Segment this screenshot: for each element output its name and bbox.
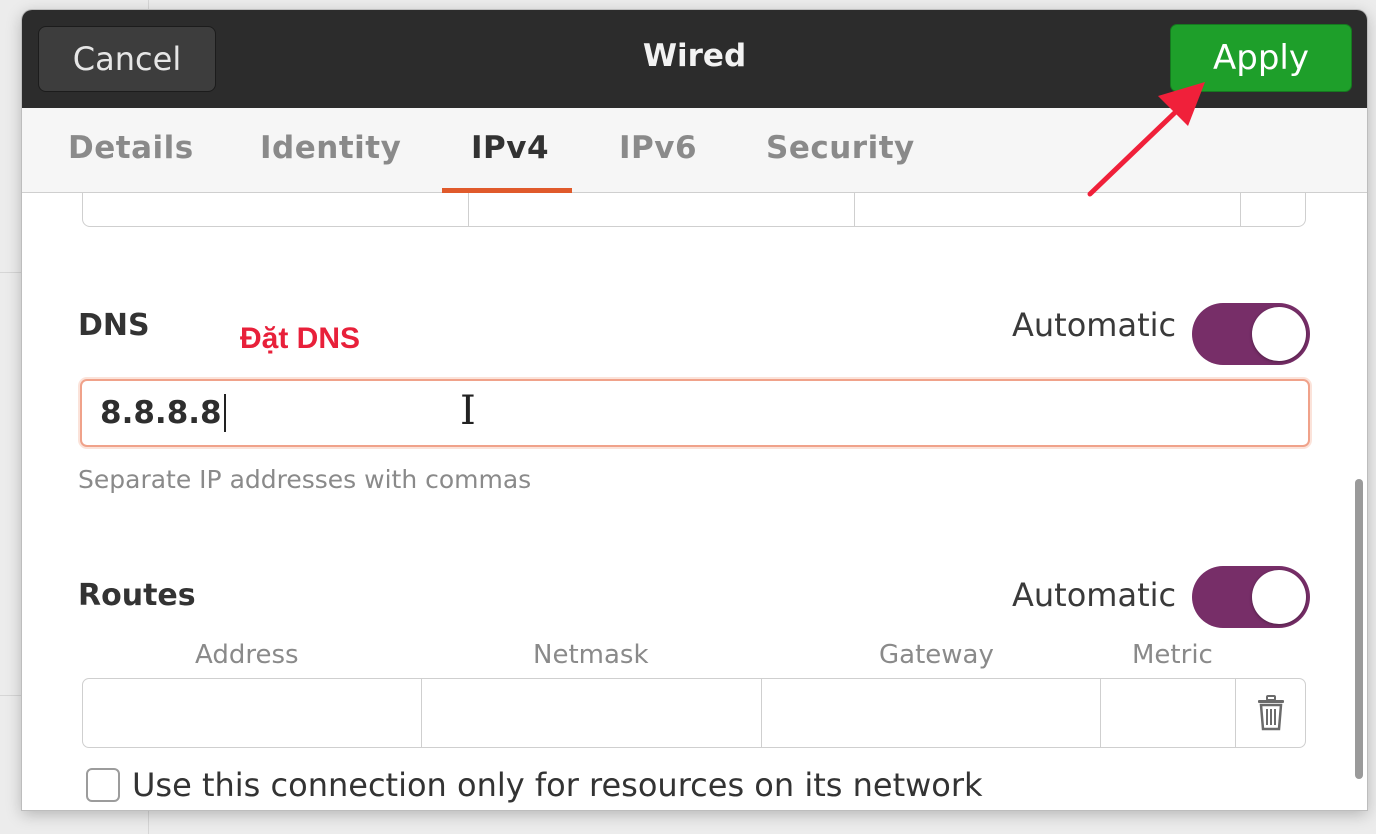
routes-row xyxy=(82,678,1236,748)
ipv4-content: DNS Đặt DNS Automatic 8.8.8.8 I Separate… xyxy=(22,193,1367,810)
tab-security[interactable]: Security xyxy=(766,130,915,166)
routes-automatic-label: Automatic xyxy=(1012,576,1177,614)
column-gateway: Gateway xyxy=(879,640,994,670)
only-local-resources-option[interactable]: Use this connection only for resources o… xyxy=(86,766,983,804)
route-gateway-field[interactable] xyxy=(762,679,1102,747)
tab-ipv6[interactable]: IPv6 xyxy=(619,130,698,166)
tab-ipv4[interactable]: IPv4 xyxy=(471,130,550,166)
only-local-checkbox[interactable] xyxy=(86,768,120,802)
column-netmask: Netmask xyxy=(533,640,649,670)
routes-automatic-toggle[interactable] xyxy=(1192,566,1310,628)
address-row-partial[interactable] xyxy=(82,193,1306,227)
toggle-knob xyxy=(1252,570,1306,624)
delete-route-button[interactable] xyxy=(1236,678,1306,748)
wired-settings-dialog: Cancel Wired Apply Details Identity IPv4… xyxy=(22,10,1367,810)
route-netmask-field[interactable] xyxy=(422,679,762,747)
header-bar: Cancel Wired Apply xyxy=(22,10,1367,108)
column-metric: Metric xyxy=(1132,640,1213,670)
route-metric-field[interactable] xyxy=(1101,679,1235,747)
routes-label: Routes xyxy=(78,578,196,613)
scrollbar[interactable] xyxy=(1355,479,1363,779)
tab-bar: Details Identity IPv4 IPv6 Security xyxy=(22,108,1367,193)
tab-details[interactable]: Details xyxy=(68,130,194,166)
toggle-knob xyxy=(1252,307,1306,361)
trash-icon xyxy=(1257,695,1284,731)
active-tab-indicator xyxy=(442,188,572,193)
dns-automatic-label: Automatic xyxy=(1012,306,1177,344)
route-address-field[interactable] xyxy=(83,679,423,747)
text-caret xyxy=(223,394,226,432)
dns-label: DNS xyxy=(78,308,150,343)
dns-hint: Separate IP addresses with commas xyxy=(78,465,532,494)
apply-button[interactable]: Apply xyxy=(1170,24,1352,92)
tab-identity[interactable]: Identity xyxy=(260,130,402,166)
dns-automatic-toggle[interactable] xyxy=(1192,303,1310,365)
cancel-button[interactable]: Cancel xyxy=(38,26,216,92)
only-local-label: Use this connection only for resources o… xyxy=(132,766,983,804)
dialog-title: Wired xyxy=(642,38,747,74)
dns-annotation-text: Đặt DNS xyxy=(240,322,361,355)
dns-input[interactable]: 8.8.8.8 xyxy=(80,379,1310,447)
dns-input-value: 8.8.8.8 xyxy=(100,395,222,431)
column-address: Address xyxy=(195,640,299,670)
text-cursor-icon: I xyxy=(460,388,476,434)
